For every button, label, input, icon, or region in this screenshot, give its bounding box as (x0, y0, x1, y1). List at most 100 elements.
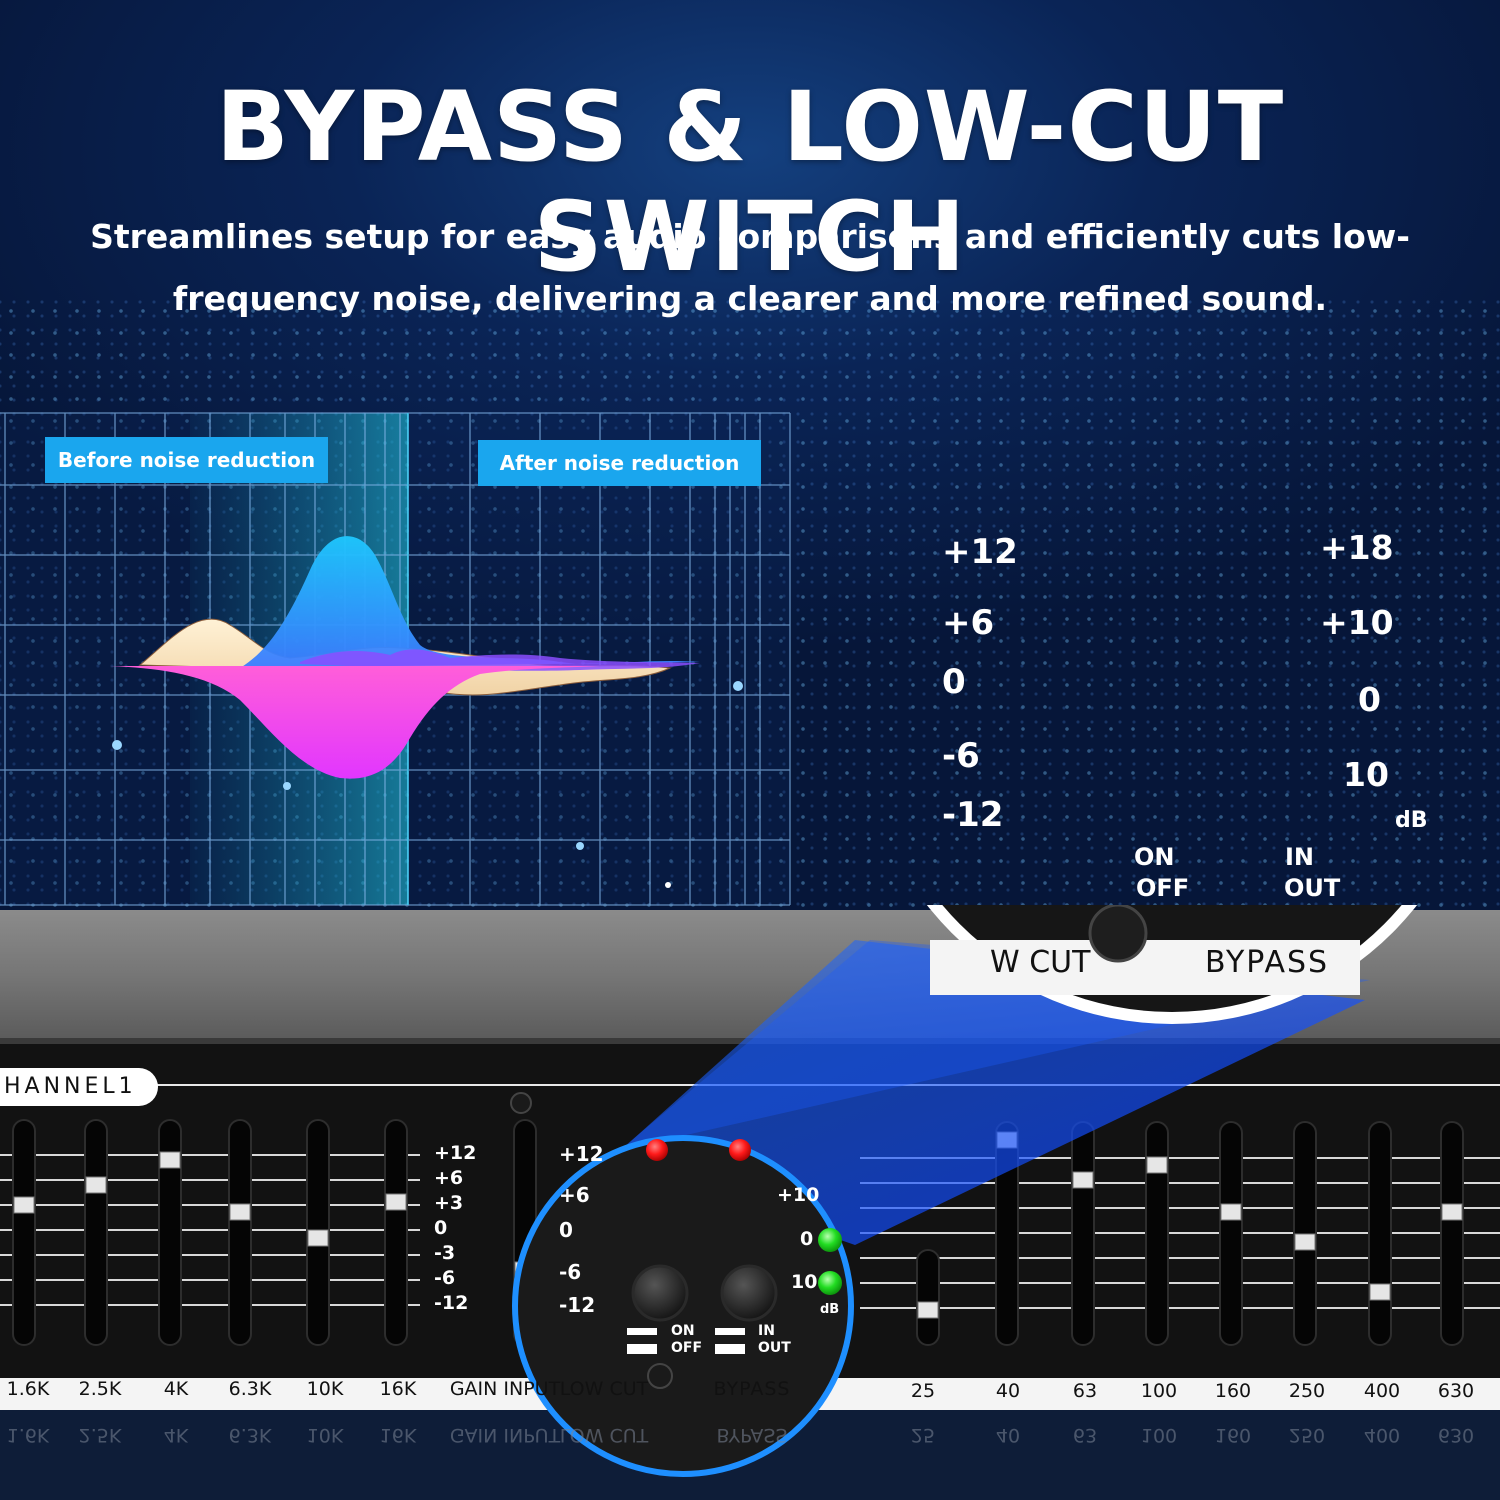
fader-track (1145, 1121, 1169, 1346)
wave-purple (300, 649, 700, 671)
fader-knob[interactable] (159, 1151, 181, 1169)
frequency-label: 160 (1214, 1380, 1252, 1402)
frequency-label: 40 (995, 1380, 1021, 1402)
before-noise-label: Before noise reduction (45, 437, 328, 483)
frequency-label: 400 (1363, 1380, 1401, 1402)
large-low-cut-label: W CUT (990, 945, 1091, 980)
red-led (646, 1139, 668, 1161)
large-switch-in: IN (1285, 843, 1315, 871)
fader-track (84, 1119, 108, 1346)
fader-knob[interactable] (1072, 1171, 1094, 1189)
fader-knob[interactable] (1294, 1233, 1316, 1251)
low-cut-switch-knob[interactable] (631, 1264, 689, 1322)
large-scale-label: +6 (942, 603, 995, 643)
channel-tag: HANNEL1 (0, 1068, 158, 1106)
fader-track (1440, 1121, 1464, 1346)
large-switch-out: OUT (1284, 874, 1341, 902)
small-meter-10: 10 (791, 1271, 818, 1293)
noise-graph (0, 412, 791, 906)
right-fader-bank (860, 1121, 1500, 1346)
frequency-label: 16K (379, 1378, 417, 1400)
bypass-reflection: BYPASS (716, 1424, 788, 1446)
fader-knob[interactable] (917, 1301, 939, 1319)
frequency-label: 6.3K (228, 1378, 272, 1400)
frequency-reflection: 160 (1214, 1424, 1252, 1446)
frequency-reflection: 400 (1363, 1424, 1401, 1446)
fader-knob[interactable] (85, 1176, 107, 1194)
fader-knob[interactable] (1369, 1283, 1391, 1301)
low-cut-label: LOW CUT (559, 1378, 649, 1400)
frequency-label: 1.6K (6, 1378, 50, 1400)
panel-screw (510, 1092, 532, 1114)
large-scale-label: +12 (942, 532, 1018, 572)
small-meter-0: 0 (800, 1228, 814, 1250)
small-switch-in: IN (758, 1323, 775, 1339)
glow-dot (733, 681, 743, 691)
fader-track (384, 1119, 408, 1346)
fader-track (158, 1119, 182, 1346)
fader-track (12, 1119, 36, 1346)
large-meter-plus10: +10 (1320, 603, 1394, 642)
large-scale-label: -12 (942, 795, 1004, 835)
large-meter-plus18: +18 (1320, 528, 1394, 567)
fader-track (1071, 1121, 1095, 1346)
frequency-reflection: 63 (1072, 1424, 1098, 1446)
frequency-label: 630 (1437, 1380, 1475, 1402)
small-scale-label: +6 (559, 1183, 590, 1207)
large-scale-label: 0 (942, 662, 966, 702)
large-meter-0: 0 (1358, 680, 1381, 719)
fader-track (916, 1249, 940, 1346)
fader-track (1368, 1121, 1392, 1346)
fader-knob[interactable] (229, 1203, 251, 1221)
wave-pink (110, 666, 600, 779)
frequency-reflection: 100 (1140, 1424, 1178, 1446)
small-zoom-circle (512, 1135, 854, 1477)
fader-knob[interactable] (1146, 1156, 1168, 1174)
frequency-reflection: 25 (910, 1424, 936, 1446)
frequency-label: 2.5K (78, 1378, 122, 1400)
large-bypass-label: BYPASS (1205, 945, 1330, 980)
large-meter-unit: dB (1395, 808, 1428, 833)
scale-label: 0 (434, 1217, 448, 1239)
frequency-label: 4K (163, 1378, 189, 1400)
glow-dot (112, 740, 122, 750)
frequency-reflection: 40 (995, 1424, 1021, 1446)
large-switch-on: ON (1134, 843, 1175, 871)
fader-knob[interactable] (307, 1229, 329, 1247)
wave-blue (240, 536, 700, 668)
frequency-label: 25 (910, 1380, 936, 1402)
glow-dot (283, 782, 291, 790)
fader-knob[interactable] (1220, 1203, 1242, 1221)
frequency-reflection: 2.5K (78, 1424, 122, 1446)
equalizer-device (0, 905, 1500, 1500)
large-switch-off: OFF (1136, 874, 1190, 902)
frequency-label: 10K (306, 1378, 344, 1400)
small-switch-on: ON (671, 1323, 695, 1339)
scale-label: +6 (434, 1167, 464, 1189)
large-meter-10: 10 (1343, 755, 1389, 794)
green-led (818, 1271, 842, 1295)
frequency-reflection: 1.6K (6, 1424, 50, 1446)
small-scale-label: -12 (559, 1293, 596, 1317)
green-led (818, 1228, 842, 1252)
small-meter-unit: dB (820, 1302, 840, 1317)
bypass-label: BYPASS (713, 1378, 791, 1400)
frequency-label: 63 (1072, 1380, 1098, 1402)
scale-label: -6 (434, 1267, 456, 1289)
frequency-reflection: 4K (163, 1424, 189, 1446)
fader-knob[interactable] (385, 1193, 407, 1211)
gain-input-label: GAIN INPUT (449, 1378, 561, 1400)
fader-knob[interactable] (13, 1196, 35, 1214)
frequency-label: 100 (1140, 1380, 1178, 1402)
glow-dot (665, 882, 671, 888)
gain-input-reflection: GAIN INPUT (449, 1424, 561, 1446)
bypass-switch-knob[interactable] (720, 1264, 778, 1322)
large-zoom-circle (926, 905, 1418, 1024)
fader-knob[interactable] (1441, 1203, 1463, 1221)
small-meter-plus10: +10 (777, 1184, 820, 1206)
frequency-reflection: 16K (379, 1424, 417, 1446)
small-scale-label: +12 (559, 1142, 604, 1166)
subline: Streamlines setup for easy audio compari… (90, 217, 1410, 318)
frequency-reflection: 6.3K (228, 1424, 272, 1446)
